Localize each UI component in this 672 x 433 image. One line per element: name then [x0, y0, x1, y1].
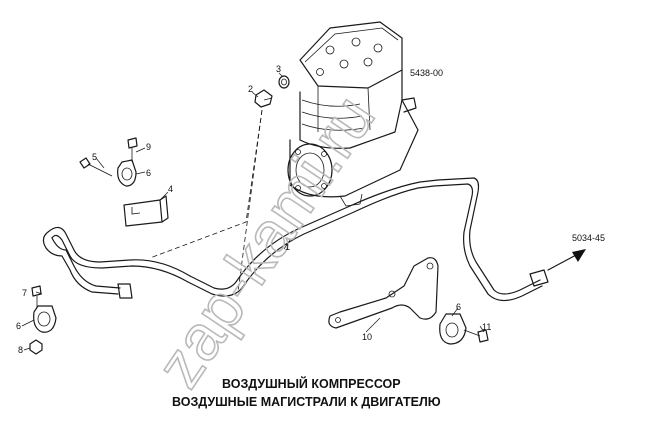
caption-line-1: ВОЗДУШНЫЙ КОМПРЕССОР [222, 376, 401, 391]
callout-8: 8 [18, 345, 23, 355]
outlet-ref: 5034-45 [572, 233, 605, 243]
support-plate [328, 257, 439, 329]
pipe-clamp-upper [117, 159, 137, 187]
callout-10: 10 [362, 332, 372, 342]
callout-6-upper: 6 [146, 168, 151, 178]
air-pipe [42, 177, 549, 302]
callout-6-right: 6 [456, 302, 461, 312]
mounting-bracket [123, 195, 169, 227]
bolt-upper [127, 137, 138, 162]
assembly-lines [149, 109, 263, 293]
caption-line-2: ВОЗДУШНЫЕ МАГИСТРАЛИ К ДВИГАТЕЛЮ [172, 395, 441, 409]
bolt-lower [31, 285, 42, 308]
nut-lower [29, 339, 43, 355]
callout-11: 11 [482, 322, 491, 332]
callout-9: 9 [146, 142, 151, 152]
callout-6-lower: 6 [16, 321, 21, 331]
callout-5: 5 [92, 152, 97, 162]
screw-left [79, 157, 113, 177]
callout-3: 3 [276, 64, 281, 74]
fitting-union [254, 89, 273, 108]
sealing-ring [278, 75, 290, 89]
air-compressor [287, 21, 419, 207]
outlet-arrow [547, 249, 586, 271]
pipe-clamp-right [439, 313, 467, 345]
callout-4: 4 [168, 184, 173, 194]
callout-1: 1 [285, 242, 290, 252]
callout-2: 2 [248, 84, 253, 94]
watermark: zap-kami.ru [142, 82, 389, 399]
compressor-ref: 5438-00 [410, 68, 443, 78]
leader-lines [21, 72, 485, 351]
callout-7: 7 [22, 288, 27, 298]
pipe-clamp-lower [33, 305, 57, 333]
